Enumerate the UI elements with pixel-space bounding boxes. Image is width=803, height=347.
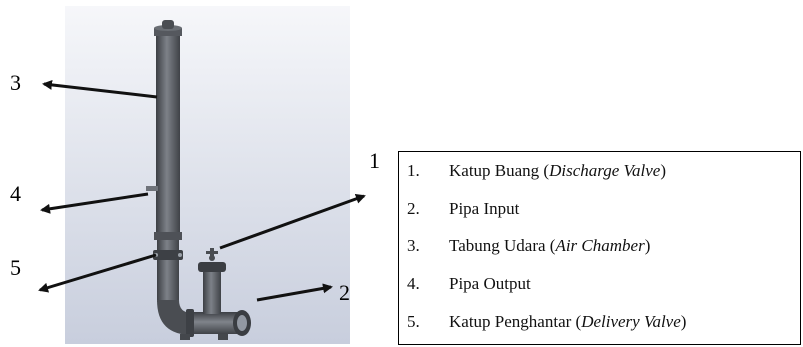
- legend-index: 5.: [407, 312, 420, 331]
- callout-number-1: 1: [369, 148, 380, 173]
- arrow-5: [38, 253, 157, 293]
- callout-number-4: 4: [10, 181, 21, 206]
- elbow-pipe: [157, 300, 192, 335]
- callout-number-3: 3: [10, 70, 21, 95]
- legend-label: Katup Buang (Discharge Valve): [449, 161, 667, 180]
- legend-label: Pipa Input: [449, 199, 520, 218]
- arrow-2: [256, 283, 333, 302]
- legend-box: 1. Katup Buang (Discharge Valve) 2. Pipa…: [398, 151, 801, 345]
- callout-number-2: 2: [339, 280, 350, 305]
- legend-label: Katup Penghantar (Delivery Valve): [449, 312, 687, 331]
- arrow-3: [42, 79, 158, 99]
- legend-label: Pipa Output: [449, 274, 531, 293]
- legend-index: 4.: [407, 274, 420, 293]
- legend-label: Tabung Udara (Air Chamber): [449, 236, 651, 255]
- input-pipe: [180, 309, 251, 340]
- callout-number-5: 5: [10, 255, 21, 280]
- legend-index: 3.: [407, 236, 420, 255]
- discharge-valve: [198, 248, 226, 314]
- arrow-4: [40, 192, 149, 214]
- air-chamber: [154, 20, 182, 240]
- output-pipe: [146, 186, 158, 191]
- legend-index: 2.: [407, 199, 420, 218]
- arrow-1: [219, 194, 366, 250]
- delivery-valve: [153, 240, 183, 302]
- legend-index: 1.: [407, 161, 420, 180]
